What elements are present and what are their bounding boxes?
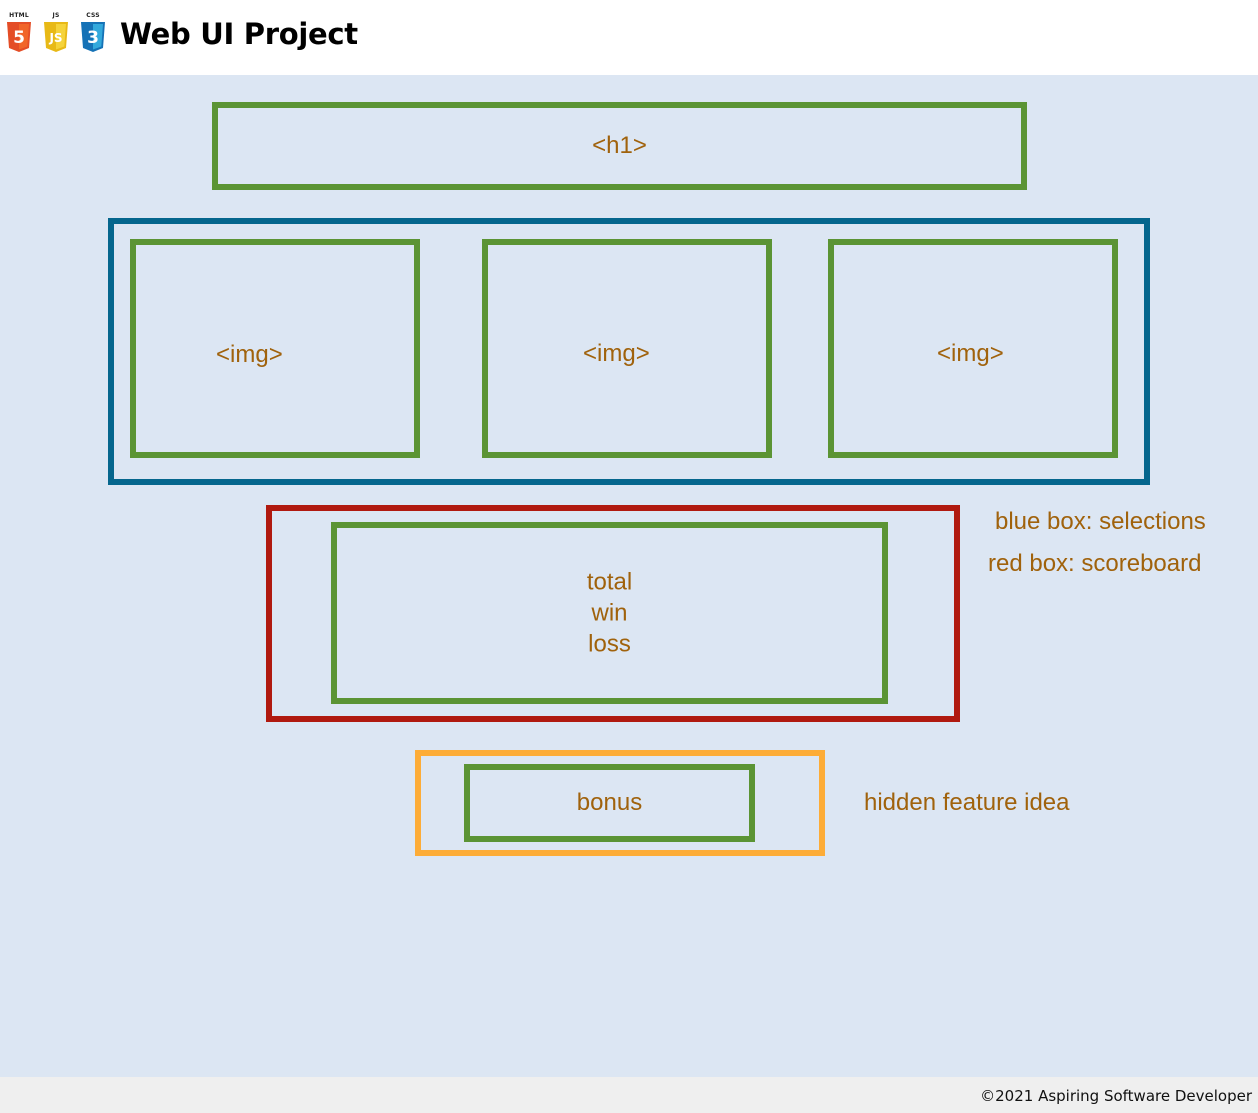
scoreboard-box (266, 505, 960, 722)
css3-icon: 3 (81, 22, 105, 52)
app-title: Web UI Project (120, 17, 358, 51)
img-placeholder-box: <img> (828, 239, 1118, 458)
html-badge-label: HTML (9, 12, 29, 19)
copyright-text: ©2021 Aspiring Software Developer (980, 1087, 1252, 1105)
h1-placeholder-box: <h1> (212, 102, 1027, 190)
h1-placeholder-label: <h1> (592, 132, 647, 159)
scoreboard-inner-box: total win loss (331, 522, 888, 704)
svg-text:5: 5 (13, 28, 25, 48)
legend-selections: blue box: selections (995, 508, 1206, 535)
css-badge-label: CSS (86, 12, 100, 19)
js-badge: JS JS (41, 12, 71, 54)
bonus-label: bonus (576, 789, 643, 816)
scoreboard-loss-label: loss (588, 630, 631, 658)
img-placeholder-label: <img> (937, 340, 1004, 367)
legend-scoreboard: red box: scoreboard (988, 550, 1202, 577)
img-placeholder-box: <img> (482, 239, 772, 458)
img-placeholder-label: <img> (216, 341, 283, 368)
img-placeholder-label: <img> (583, 340, 650, 367)
bonus-box (415, 750, 825, 856)
wireframe-canvas: <h1> <img> <img> <img> total win loss bl… (0, 75, 1258, 1077)
svg-text:3: 3 (87, 28, 99, 48)
scoreboard-win-label: win (591, 599, 628, 627)
selections-box (108, 218, 1150, 485)
css3-badge: CSS 3 (78, 12, 108, 54)
html5-badge: HTML 5 (4, 12, 34, 54)
img-placeholder-box: <img> (130, 239, 420, 458)
scoreboard-total-label: total (586, 568, 633, 596)
header: HTML 5 JS JS CSS 3 Web UI Project (0, 0, 1258, 75)
javascript-icon: JS (44, 22, 68, 52)
footer: ©2021 Aspiring Software Developer (0, 1077, 1258, 1113)
svg-text:JS: JS (48, 31, 62, 45)
html5-icon: 5 (7, 22, 31, 52)
scoreboard-stats: total win loss (337, 567, 882, 660)
hidden-feature-note: hidden feature idea (864, 789, 1070, 816)
bonus-inner-box: bonus (464, 764, 755, 842)
js-badge-label: JS (52, 12, 60, 19)
